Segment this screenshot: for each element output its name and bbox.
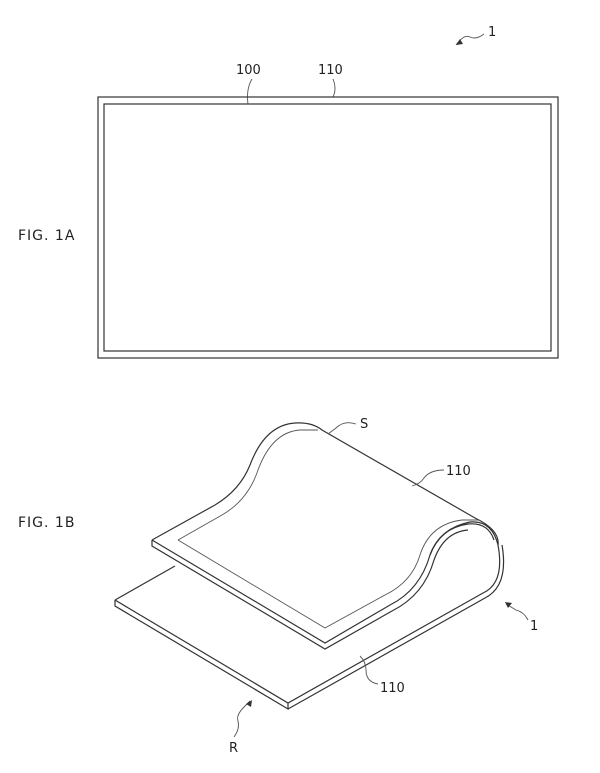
ref-curve-s: S xyxy=(360,417,368,432)
bottom-sheet-edge xyxy=(287,544,505,710)
fig-1b: FIG. 1B S 110 1 110 R xyxy=(18,417,538,756)
ref-device-1: 1 xyxy=(530,619,538,634)
leader-line xyxy=(411,469,445,487)
ref-border-110-bottom: 110 xyxy=(380,681,405,696)
ref-display-100: 100 xyxy=(236,63,261,78)
bottom-sheet-edge xyxy=(114,600,289,711)
leader-line xyxy=(327,422,357,435)
top-sheet-front-edge xyxy=(151,523,495,644)
ref-border-110-top: 110 xyxy=(446,464,471,479)
bottom-sheet xyxy=(114,521,501,704)
bottom-sheet-back-edge xyxy=(114,565,176,601)
fig-1a-label: FIG. 1A xyxy=(18,228,75,244)
arrowhead-icon xyxy=(505,602,512,608)
leader-arrow xyxy=(505,603,529,621)
top-sheet-inner-border xyxy=(177,429,318,541)
top-sheet-thickness xyxy=(151,529,469,650)
device-outline xyxy=(97,96,559,359)
leader-arrow xyxy=(233,700,251,738)
top-sheet-inner-border xyxy=(177,519,478,629)
fig-1a: 1 100 110 FIG. 1A xyxy=(18,25,559,359)
ref-border-110: 110 xyxy=(318,63,343,78)
display-area xyxy=(103,103,552,352)
leader-line xyxy=(247,78,253,105)
ref-1a-device: 1 xyxy=(488,25,496,40)
arrowhead-icon xyxy=(456,39,463,45)
fig-1b-label: FIG. 1B xyxy=(18,515,75,531)
leader-line xyxy=(332,78,336,98)
ref-roll-r: R xyxy=(229,741,238,756)
arrowhead-icon xyxy=(246,700,252,707)
top-sheet-outline xyxy=(151,422,499,546)
leader-line xyxy=(359,655,379,685)
